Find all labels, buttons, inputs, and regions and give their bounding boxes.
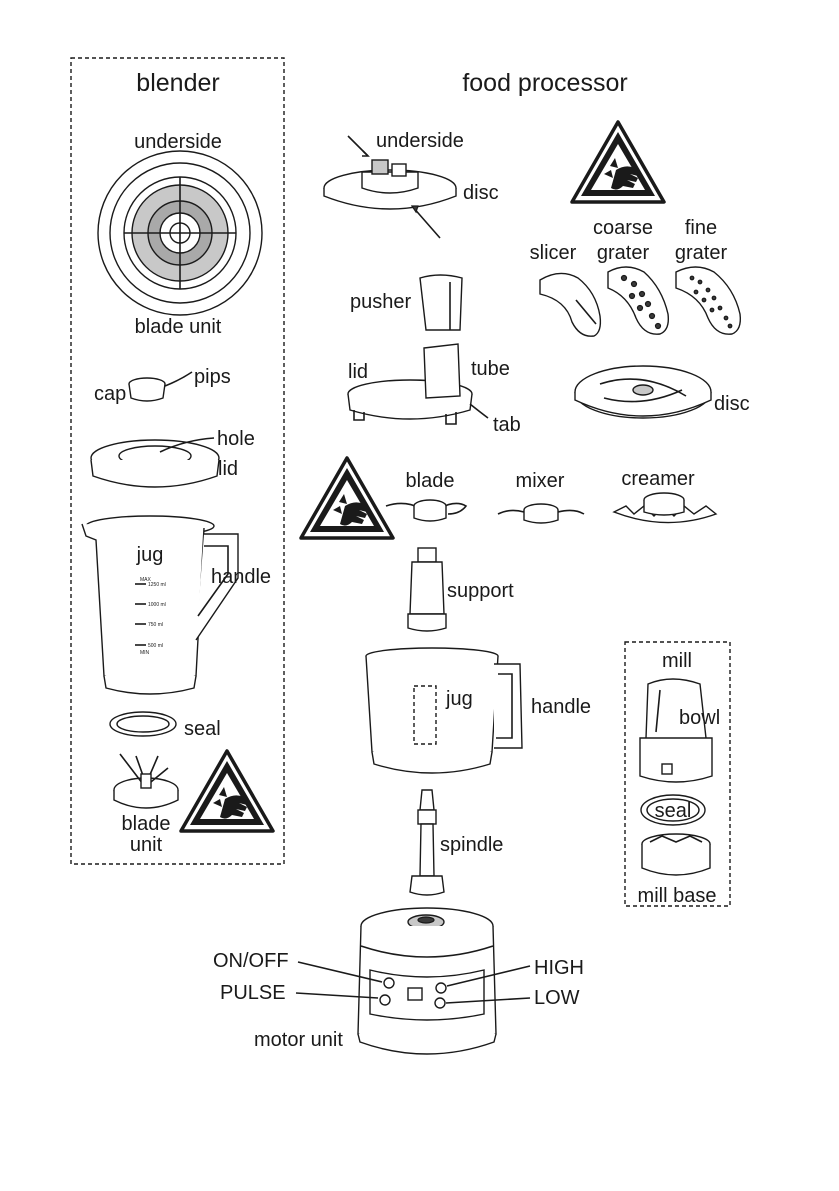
- fp-fine-label: fine: [685, 217, 717, 239]
- jug-mark-min: MIN: [140, 650, 150, 656]
- jug-mark-500: 500 ml: [148, 643, 163, 649]
- blender-seal-label: seal: [184, 718, 221, 740]
- fp-lid: [347, 343, 489, 425]
- fp-slicer-label: slicer: [530, 242, 577, 264]
- blender-pips-label: pips: [194, 366, 231, 388]
- blender-lid: [90, 437, 220, 488]
- blender-handle-label: handle: [211, 566, 271, 588]
- fp-disc-underside: [323, 135, 457, 239]
- blender-lid-label: lid: [218, 458, 238, 480]
- fp-mixer-label: mixer: [516, 470, 565, 492]
- motor-display: [407, 987, 423, 1001]
- blender-blade-unit-underside: [97, 150, 263, 316]
- blender-blade-label: blade: [122, 813, 171, 835]
- blender-underside-label: underside: [134, 131, 222, 153]
- mill-bowl: [639, 678, 713, 783]
- fp-spindle-label: spindle: [440, 834, 503, 856]
- blender-blade-unit: [113, 753, 179, 809]
- pulse-button[interactable]: [379, 994, 391, 1006]
- mill-base: [641, 833, 711, 876]
- low-button[interactable]: [434, 997, 446, 1009]
- high-leader: [446, 965, 531, 987]
- pulse-leader: [295, 992, 379, 999]
- fp-grater-coarse-label: grater: [597, 242, 650, 264]
- motor-unit: [357, 907, 497, 1055]
- fp-jug: [365, 647, 523, 774]
- fp-coarse-grater: [607, 266, 670, 335]
- fp-grater-fine-label: grater: [675, 242, 728, 264]
- blender-cap-label: cap: [94, 383, 126, 405]
- mill-bowl-label: bowl: [679, 707, 720, 729]
- mill-seal-label: seal: [655, 800, 692, 822]
- fp-blade: [385, 499, 468, 522]
- jug-mark-1250: 1250 ml: [148, 582, 166, 588]
- fp-coarse-label: coarse: [593, 217, 653, 239]
- fp-jug-label: jug: [445, 688, 473, 710]
- high-button[interactable]: [435, 982, 447, 994]
- fp-support-label: support: [447, 580, 514, 602]
- blender-heading: blender: [136, 69, 219, 97]
- low-leader: [445, 997, 531, 1004]
- on-off-button[interactable]: [383, 977, 395, 989]
- motor-pulse-label: PULSE: [220, 982, 286, 1004]
- fp-slicer-blade: [539, 272, 602, 337]
- fp-tube-label: tube: [471, 358, 510, 380]
- blender-hole-label: hole: [217, 428, 255, 450]
- jug-mark-750: 750 ml: [148, 622, 163, 628]
- mill-seal: [640, 794, 706, 826]
- hand-blade-warning-icon: [570, 120, 666, 204]
- fp-pusher: [419, 274, 463, 331]
- motor-high-label: HIGH: [534, 957, 584, 979]
- motor-on-off-label: ON/OFF: [213, 950, 289, 972]
- food-processor-heading: food processor: [462, 69, 627, 97]
- mill-heading: mill: [662, 650, 692, 672]
- mill-panel-border: [624, 641, 731, 907]
- jug-mark-max: MAX: [140, 577, 152, 583]
- blender-panel-border: [70, 57, 285, 865]
- fp-tab-label: tab: [493, 414, 521, 436]
- blender-seal: [109, 711, 177, 737]
- blender-cap: [128, 371, 193, 402]
- fp-spindle: [409, 789, 445, 896]
- fp-disc: [574, 365, 712, 419]
- jug-mark-1000: 1000 ml: [148, 602, 166, 608]
- motor-unit-label: motor unit: [254, 1029, 343, 1051]
- on-off-leader: [297, 961, 383, 983]
- hand-blade-warning-icon: [179, 749, 275, 833]
- fp-mixer: [497, 503, 585, 524]
- motor-low-label: LOW: [534, 987, 580, 1009]
- fp-fine-grater: [675, 266, 742, 335]
- fp-lid-label: lid: [348, 361, 368, 383]
- fp-underside-label: underside: [376, 130, 464, 152]
- hand-blade-warning-icon: [299, 456, 395, 540]
- fp-pusher-label: pusher: [350, 291, 411, 313]
- blender-blade-unit-label: blade unit: [135, 316, 222, 338]
- blender-jug-label: jug: [136, 544, 164, 566]
- blender-unit-label: unit: [130, 834, 163, 856]
- mill-base-label: mill base: [638, 885, 717, 907]
- fp-creamer-label: creamer: [621, 468, 695, 490]
- fp-blade-label: blade: [406, 470, 455, 492]
- fp-handle-label: handle: [531, 696, 591, 718]
- fp-creamer: [612, 492, 718, 524]
- fp-disc-top-label: disc: [463, 182, 499, 204]
- fp-support: [407, 547, 447, 632]
- fp-disc-right-label: disc: [714, 393, 750, 415]
